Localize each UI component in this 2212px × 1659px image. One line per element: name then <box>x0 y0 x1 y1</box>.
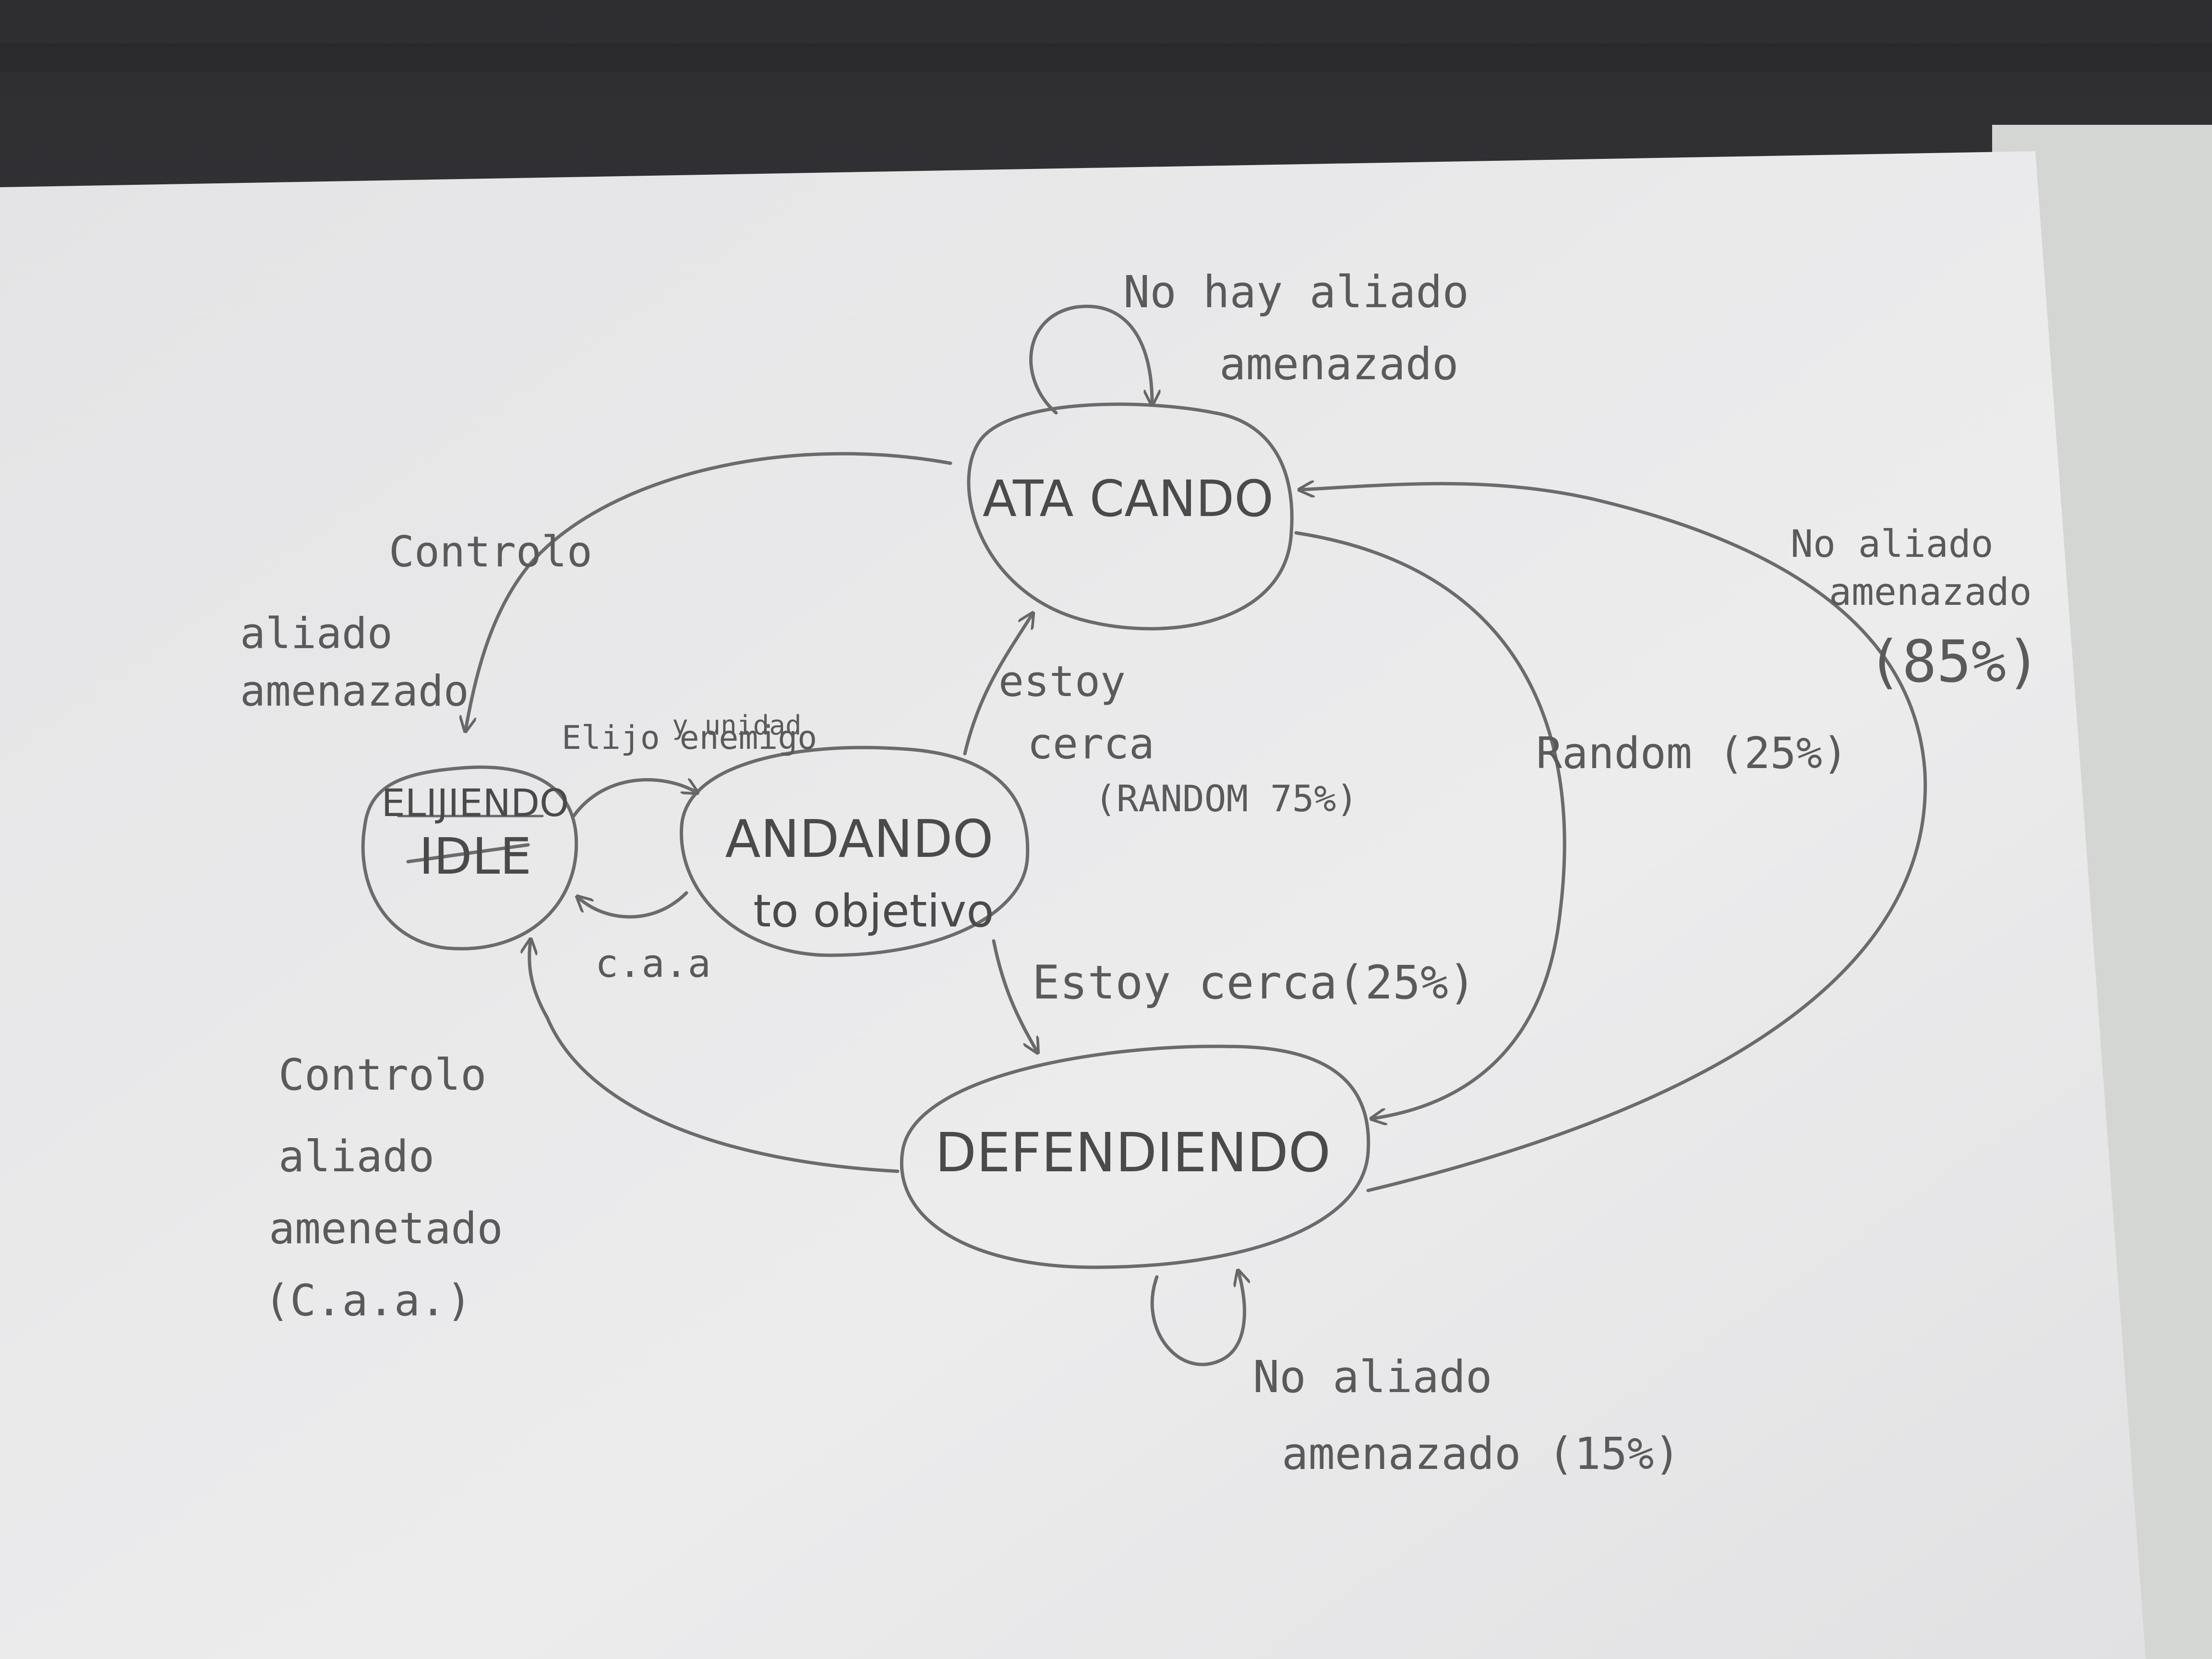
label-defendiendo-self-line1: No aliado <box>1253 1351 1492 1403</box>
label-defendiendo-to-eligiendo-line3: amenetado <box>269 1203 503 1254</box>
arrow-andando-to-atacando <box>963 614 1032 756</box>
label-eligiendo-to-andando-line1: Elijo enemigo <box>562 719 817 757</box>
arrow-atacando-self <box>1029 304 1152 415</box>
label-atacando-to-eligiendo-line1: Controlo <box>389 527 592 577</box>
label-atacando-to-eligiendo-line3: amenazado <box>240 666 469 716</box>
state-eligiendo-struck-label: IDLE <box>419 827 531 886</box>
arrow-andando-to-eligiendo <box>578 891 688 919</box>
idle-strike <box>406 843 530 864</box>
desk-edge <box>0 43 2212 72</box>
label-defendiendo-to-atacando-line1: No aliado <box>1791 523 1994 566</box>
label-defendiendo-to-atacando-line2: amenazado <box>1829 571 2032 614</box>
state-eligiendo-shape <box>361 765 578 950</box>
arrow-defendiendo-to-atacando <box>1301 484 1927 1192</box>
label-andando-to-eligiendo: c.a.a <box>595 941 711 986</box>
label-defendiendo-to-eligiendo-line2: aliado <box>278 1131 434 1182</box>
label-atacando-self-line2: amenazado <box>1219 338 1459 390</box>
label-andando-to-atacando-line3: (RANDOM 75%) <box>1094 777 1358 820</box>
label-atacando-self-line1: No hay aliado <box>1123 266 1469 318</box>
state-defendiendo-shape <box>900 1045 1370 1269</box>
arrow-atacando-to-defendiendo <box>1294 531 1566 1118</box>
arrow-defendiendo-self <box>1150 1272 1244 1366</box>
paper-sheet <box>0 151 2146 1659</box>
state-andando-shape <box>679 745 1030 957</box>
label-defendiendo-to-eligiendo-line4: (C.a.a.) <box>264 1275 472 1326</box>
state-andando-label-line1: ANDANDO <box>725 809 994 869</box>
state-andando-label-line2: to objetivo <box>753 885 994 938</box>
label-andando-to-atacando-line2: cerca <box>1027 719 1154 769</box>
label-defendiendo-to-eligiendo-line1: Controlo <box>278 1050 486 1100</box>
state-defendiendo-label: DEFENDIENDO <box>935 1122 1331 1184</box>
state-atacando-shape <box>967 402 1294 631</box>
arrow-defendiendo-to-eligiendo <box>529 941 900 1173</box>
label-eligiendo-to-andando-line2: y unidad <box>672 710 802 741</box>
label-defendiendo-to-atacando-line3: (85%) <box>1867 629 2041 696</box>
label-atacando-to-defendiendo: Random (25%) <box>1536 728 1848 779</box>
label-defendiendo-self-line2: amenazado (15%) <box>1282 1428 1681 1479</box>
arrow-atacando-to-eligiendo <box>466 452 952 730</box>
label-atacando-to-eligiendo-line2: aliado <box>240 609 393 658</box>
state-eligiendo-label: ELIJIENDO <box>382 782 569 825</box>
label-andando-to-atacando-line1: estoy <box>998 657 1126 706</box>
state-atacando-label: ATA CANDO <box>983 469 1274 528</box>
label-andando-to-defendiendo: Estoy cerca(25%) <box>1032 956 1476 1010</box>
arrow-eligiendo-to-andando <box>572 778 696 818</box>
arrow-andando-to-defendiendo <box>992 939 1037 1051</box>
